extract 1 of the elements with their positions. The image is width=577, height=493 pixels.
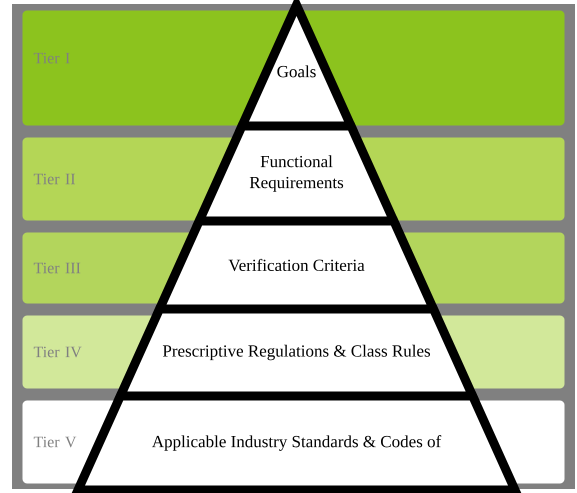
node-label: Applicable Industry Standards & Codes of xyxy=(152,435,442,451)
